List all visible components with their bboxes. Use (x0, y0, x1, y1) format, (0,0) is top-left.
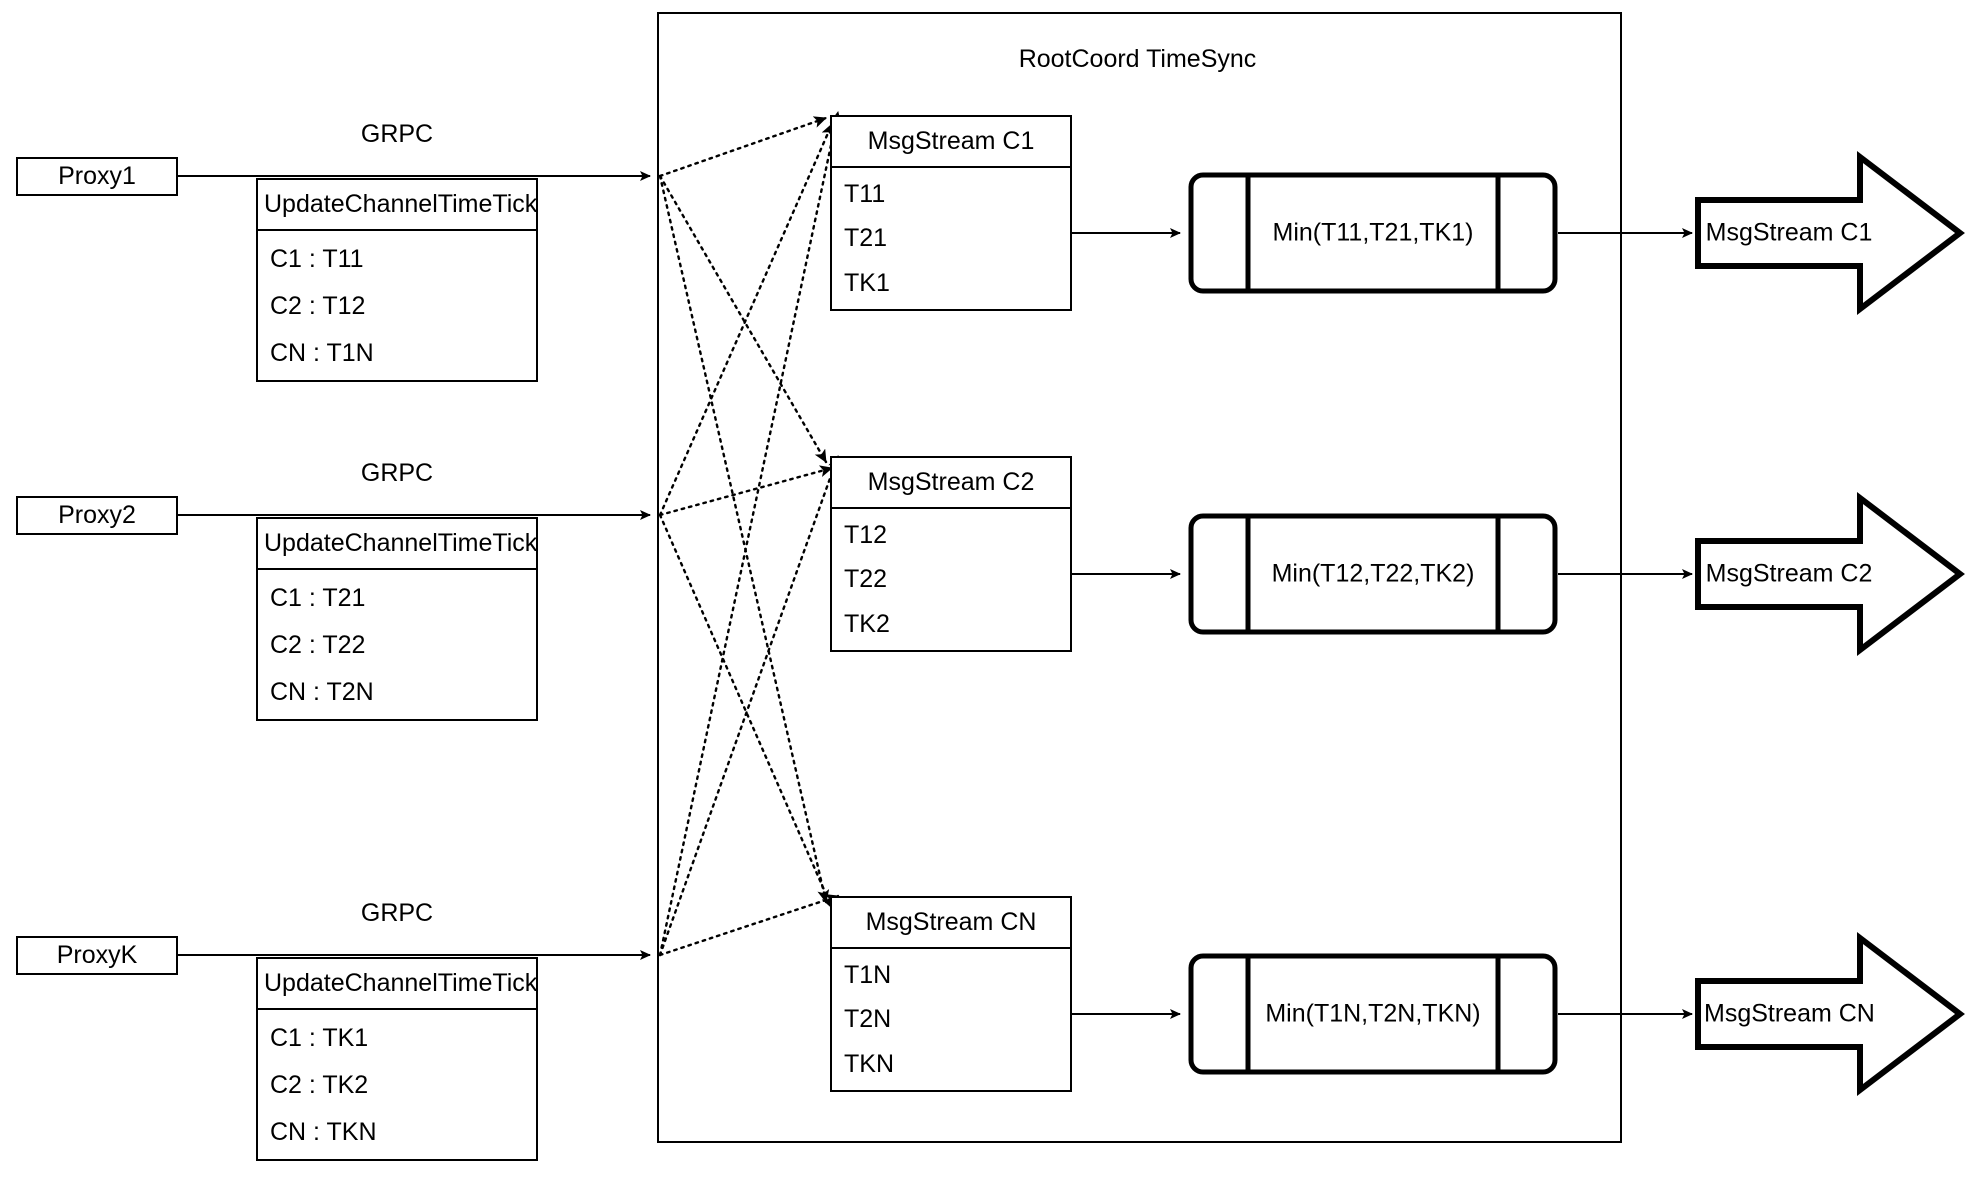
msgstream-row: T22 (844, 565, 888, 594)
min-process-label: Min(T12,T22,TK2) (1271, 559, 1475, 588)
rootcoord-timesync-container (657, 12, 1622, 1143)
update-channel-timetick-card-1[interactable]: UpdateChannelTimeTick C1 : T11 C2 : T12 … (256, 178, 538, 382)
output-blockarrow-label: MsgStream C2 (1705, 559, 1873, 588)
card-row: CN : TKN (270, 1117, 377, 1146)
card-row: CN : T2N (270, 677, 374, 706)
msgstream-header: MsgStream C1 (832, 117, 1070, 168)
output-blockarrow-c1[interactable]: MsgStream C1 (1694, 150, 1966, 316)
output-blockarrow-label: MsgStream C1 (1705, 218, 1873, 247)
output-blockarrow-c2[interactable]: MsgStream C2 (1694, 491, 1966, 657)
proxy-label: Proxy1 (58, 162, 136, 190)
update-channel-timetick-card-k[interactable]: UpdateChannelTimeTick C1 : TK1 C2 : TK2 … (256, 957, 538, 1161)
msgstream-row: TK1 (844, 268, 890, 297)
proxy-label: ProxyK (56, 941, 138, 969)
min-process-label: Min(T11,T21,TK1) (1272, 218, 1474, 247)
card-body: C1 : T11 C2 : T12 CN : T1N (258, 231, 536, 380)
card-row: C1 : T11 (270, 244, 364, 273)
min-process-c1[interactable]: Min(T11,T21,TK1) (1188, 172, 1558, 294)
grpc-label-1: GRPC (360, 120, 434, 148)
card-row: C2 : TK2 (270, 1070, 369, 1099)
proxy-label: Proxy2 (58, 501, 136, 529)
proxy-box-k[interactable]: ProxyK (16, 936, 178, 975)
card-row: C2 : T12 (270, 291, 366, 320)
msgstream-record-c1[interactable]: MsgStream C1 T11 T21 TK1 (830, 115, 1072, 311)
min-process-label: Min(T1N,T2N,TKN) (1265, 999, 1481, 1028)
msgstream-row: T2N (844, 1005, 892, 1034)
msgstream-row: T21 (844, 224, 888, 253)
msgstream-body: T12 T22 TK2 (832, 509, 1070, 650)
card-header: UpdateChannelTimeTick (258, 959, 537, 1010)
msgstream-row: T12 (844, 521, 888, 550)
card-body: C1 : TK1 C2 : TK2 CN : TKN (258, 1010, 536, 1159)
msgstream-header: MsgStream C2 (832, 458, 1070, 509)
update-channel-timetick-card-2[interactable]: UpdateChannelTimeTick C1 : T21 C2 : T22 … (256, 517, 538, 721)
msgstream-row: TK2 (844, 609, 890, 638)
proxy-box-2[interactable]: Proxy2 (16, 496, 178, 535)
card-row: CN : T1N (270, 338, 374, 367)
card-row: C1 : T21 (270, 583, 366, 612)
msgstream-row: T1N (844, 961, 892, 990)
msgstream-record-c2[interactable]: MsgStream C2 T12 T22 TK2 (830, 456, 1072, 652)
container-title: RootCoord TimeSync (1018, 45, 1257, 73)
output-blockarrow-cn[interactable]: MsgStream CN (1694, 931, 1966, 1097)
msgstream-row: TKN (844, 1049, 894, 1078)
proxy-box-1[interactable]: Proxy1 (16, 157, 178, 196)
min-process-c2[interactable]: Min(T12,T22,TK2) (1188, 513, 1558, 635)
output-blockarrow-label: MsgStream CN (1704, 999, 1875, 1028)
msgstream-row: T11 (844, 180, 886, 209)
msgstream-header: MsgStream CN (832, 898, 1070, 949)
card-header: UpdateChannelTimeTick (258, 519, 537, 570)
card-row: C1 : TK1 (270, 1023, 369, 1052)
msgstream-record-cn[interactable]: MsgStream CN T1N T2N TKN (830, 896, 1072, 1092)
grpc-label-k: GRPC (360, 899, 434, 927)
card-header: UpdateChannelTimeTick (258, 180, 537, 231)
grpc-label-2: GRPC (360, 459, 434, 487)
msgstream-body: T1N T2N TKN (832, 949, 1070, 1090)
msgstream-body: T11 T21 TK1 (832, 168, 1070, 309)
min-process-cn[interactable]: Min(T1N,T2N,TKN) (1188, 953, 1558, 1075)
card-body: C1 : T21 C2 : T22 CN : T2N (258, 570, 536, 719)
card-row: C2 : T22 (270, 630, 366, 659)
